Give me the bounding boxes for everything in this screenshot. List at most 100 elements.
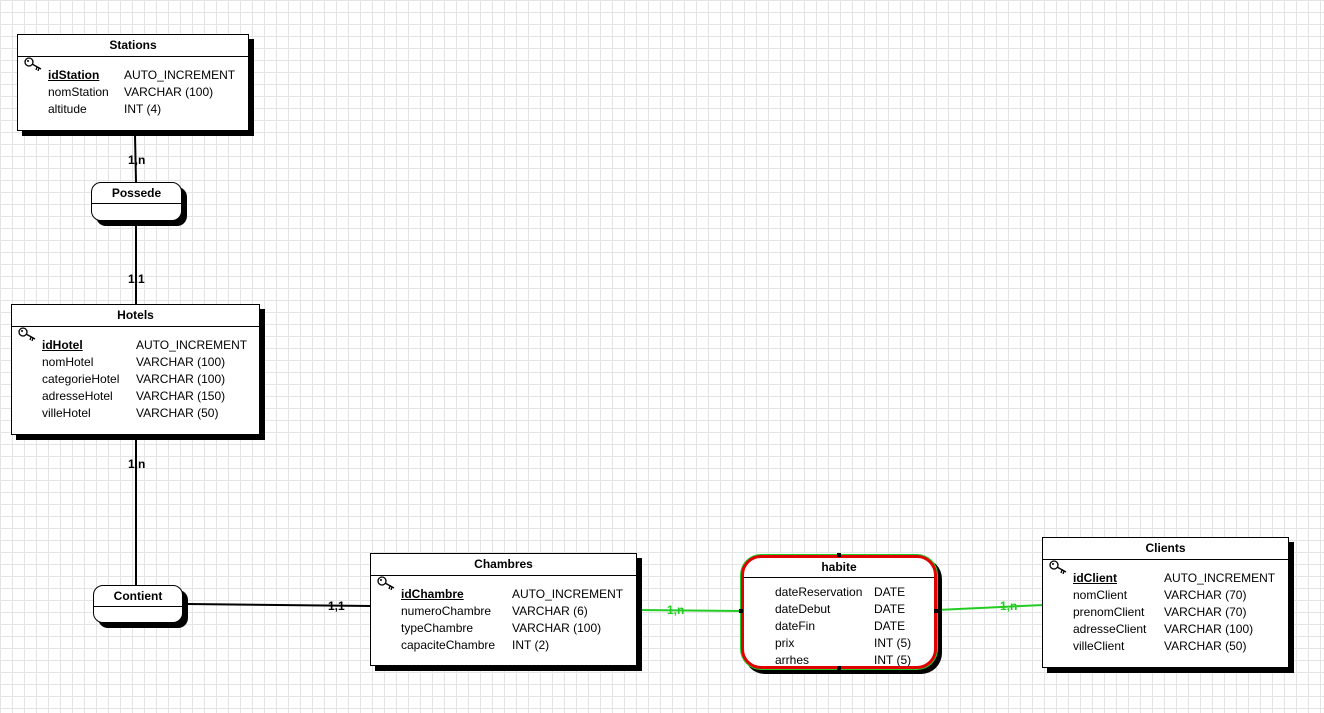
- association-title: Possede: [92, 183, 181, 204]
- attribute-type: AUTO_INCREMENT: [136, 338, 248, 352]
- entity-title: Stations: [18, 35, 248, 57]
- attribute-type: AUTO_INCREMENT: [512, 587, 624, 601]
- primary-key-name: idChambre: [401, 587, 464, 601]
- attribute-row: idChambre AUTO_INCREMENT: [371, 586, 636, 603]
- attribute-type: INT (5): [874, 653, 912, 667]
- attribute-type: VARCHAR (50): [136, 406, 219, 420]
- attribute-row: adresseClient VARCHAR (100): [1043, 621, 1288, 638]
- entity-clients[interactable]: Clients idClient AUTO_INCREMENT nomClien…: [1042, 537, 1289, 668]
- selection-handle[interactable]: [934, 609, 938, 613]
- attribute-row: nomStation VARCHAR (100): [18, 84, 248, 101]
- association-title: habite: [744, 558, 934, 578]
- cardinality-label: 1,n: [128, 153, 146, 167]
- attribute-type: DATE: [874, 602, 906, 616]
- attribute-row: nomHotel VARCHAR (100): [12, 354, 259, 371]
- attribute-row: idClient AUTO_INCREMENT: [1043, 570, 1288, 587]
- link-stations-possede[interactable]: [134, 134, 137, 183]
- attribute-row: villeHotel VARCHAR (50): [12, 405, 259, 422]
- attribute-row: idHotel AUTO_INCREMENT: [12, 337, 259, 354]
- attribute-type: VARCHAR (100): [124, 85, 214, 99]
- association-title: Contient: [94, 586, 182, 607]
- attribute-type: AUTO_INCREMENT: [1164, 571, 1276, 585]
- attribute-row: prenomClient VARCHAR (70): [1043, 604, 1288, 621]
- key-icon: [377, 576, 395, 590]
- attribute-row: villeClient VARCHAR (50): [1043, 638, 1288, 655]
- cardinality-label: 1,n: [128, 457, 146, 471]
- link-contient-chambres[interactable]: [187, 603, 372, 607]
- attribute-type: INT (4): [124, 102, 162, 116]
- attribute-type: VARCHAR (100): [136, 355, 226, 369]
- attribute-type: INT (2): [512, 638, 550, 652]
- attribute-row: capaciteChambre INT (2): [371, 637, 636, 654]
- attribute-name: typeChambre: [401, 621, 474, 635]
- attribute-row: numeroChambre VARCHAR (6): [371, 603, 636, 620]
- attribute-name: nomHotel: [42, 355, 94, 369]
- entity-title: Hotels: [12, 305, 259, 327]
- attribute-name: prix: [775, 636, 795, 650]
- association-possede[interactable]: Possede: [91, 182, 182, 221]
- entity-title: Chambres: [371, 554, 636, 576]
- cardinality-label: 1,1: [328, 599, 345, 613]
- attribute-name: villeHotel: [42, 406, 91, 420]
- attribute-row: nomClient VARCHAR (70): [1043, 587, 1288, 604]
- attribute-type: INT (5): [874, 636, 912, 650]
- attribute-type: VARCHAR (100): [1164, 622, 1254, 636]
- key-icon: [1049, 560, 1067, 574]
- attribute-name: nomClient: [1073, 588, 1128, 602]
- attribute-type: VARCHAR (150): [136, 389, 226, 403]
- attribute-row: idStation AUTO_INCREMENT: [18, 67, 248, 84]
- attribute-name: dateFin: [775, 619, 816, 633]
- attribute-type: VARCHAR (50): [1164, 639, 1247, 653]
- primary-key-name: idClient: [1073, 571, 1117, 585]
- entity-title: Clients: [1043, 538, 1288, 560]
- attribute-type: AUTO_INCREMENT: [124, 68, 236, 82]
- association-contient[interactable]: Contient: [93, 585, 183, 623]
- selection-handle[interactable]: [739, 609, 743, 613]
- cardinality-label: 1,n: [1000, 599, 1018, 613]
- attribute-type: VARCHAR (70): [1164, 588, 1247, 602]
- attribute-name: dateDebut: [775, 602, 831, 616]
- link-chambres-habite[interactable]: [636, 609, 742, 612]
- attribute-name: categorieHotel: [42, 372, 120, 386]
- entity-hotels[interactable]: Hotels idHotel AUTO_INCREMENT nomHotel V…: [11, 304, 260, 435]
- attribute-row: dateFin DATE: [744, 618, 934, 635]
- key-icon: [18, 327, 36, 341]
- selection-handle[interactable]: [837, 666, 841, 670]
- key-icon: [24, 57, 42, 71]
- attribute-name: dateReservation: [775, 585, 863, 599]
- selection-handle[interactable]: [837, 553, 841, 557]
- attribute-name: adresseHotel: [42, 389, 113, 403]
- attribute-type: DATE: [874, 585, 906, 599]
- attribute-name: capaciteChambre: [401, 638, 496, 652]
- attribute-name: arrhes: [775, 653, 810, 667]
- association-habite[interactable]: habite dateReservation DATE dateDebut DA…: [741, 555, 937, 669]
- attribute-type: VARCHAR (70): [1164, 605, 1247, 619]
- attribute-row: adresseHotel VARCHAR (150): [12, 388, 259, 405]
- entity-chambres[interactable]: Chambres idChambre AUTO_INCREMENT numero…: [370, 553, 637, 666]
- attribute-type: VARCHAR (6): [512, 604, 588, 618]
- attribute-row: dateDebut DATE: [744, 601, 934, 618]
- attribute-name: prenomClient: [1073, 605, 1145, 619]
- attribute-row: prix INT (5): [744, 635, 934, 652]
- cardinality-label: 1,1: [128, 272, 145, 286]
- attribute-type: VARCHAR (100): [136, 372, 226, 386]
- attribute-name: villeClient: [1073, 639, 1125, 653]
- attribute-row: arrhes INT (5): [744, 652, 934, 669]
- attribute-row: altitude INT (4): [18, 101, 248, 118]
- cardinality-label: 1,n: [667, 603, 685, 617]
- attribute-row: dateReservation DATE: [744, 584, 934, 601]
- attribute-name: altitude: [48, 102, 87, 116]
- attribute-row: categorieHotel VARCHAR (100): [12, 371, 259, 388]
- primary-key-name: idHotel: [42, 338, 83, 352]
- attribute-name: nomStation: [48, 85, 109, 99]
- primary-key-name: idStation: [48, 68, 100, 82]
- attribute-type: VARCHAR (100): [512, 621, 602, 635]
- attribute-row: typeChambre VARCHAR (100): [371, 620, 636, 637]
- entity-stations[interactable]: Stations idStation AUTO_INCREMENT nomSta…: [17, 34, 249, 131]
- attribute-type: DATE: [874, 619, 906, 633]
- link-habite-clients[interactable]: [936, 604, 1044, 611]
- attribute-name: adresseClient: [1073, 622, 1147, 636]
- attribute-name: numeroChambre: [401, 604, 492, 618]
